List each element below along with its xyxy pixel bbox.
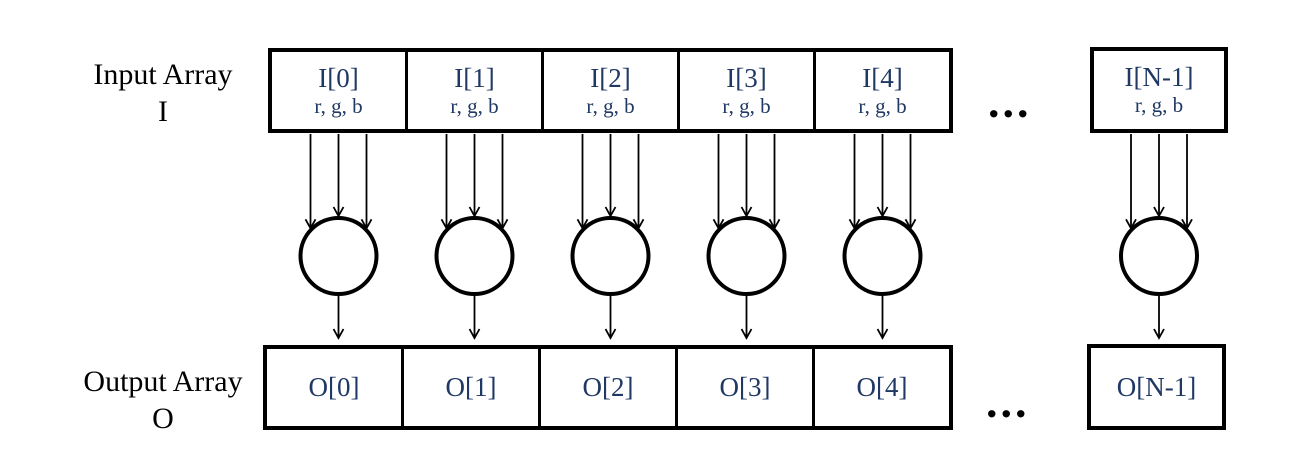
input-cell-label: I[2] xyxy=(590,62,631,93)
output-cell: O[0] xyxy=(267,349,401,426)
input-cell-label: I[N-1] xyxy=(1124,62,1194,92)
output-cell-label: O[N-1] xyxy=(1116,371,1197,402)
input-cell-label: I[3] xyxy=(726,62,767,93)
output-cell-label: O[1] xyxy=(445,372,497,402)
input-cell: I[0] r, g, b xyxy=(272,52,405,129)
combine-node-circle xyxy=(570,216,651,296)
ellipsis-bottom: ... xyxy=(986,376,1030,427)
output-cell-label: O[4] xyxy=(856,372,908,402)
input-cell-channels: r, g, b xyxy=(314,93,363,118)
input-cell-channels: r, g, b xyxy=(858,93,907,118)
input-cell-label: I[0] xyxy=(318,62,359,93)
input-cell-last: I[N-1] r, g, b xyxy=(1090,47,1228,133)
output-cell: O[1] xyxy=(401,349,538,426)
input-array-label-line2: I xyxy=(158,95,168,128)
output-cell: O[3] xyxy=(675,349,812,426)
input-cell-label: I[1] xyxy=(454,62,495,93)
output-array-row: O[0] O[1] O[2] O[3] O[4] xyxy=(263,345,953,430)
input-array-row: I[0] r, g, b I[1] r, g, b I[2] r, g, b I… xyxy=(268,48,953,133)
combine-node-circle xyxy=(298,216,379,296)
combine-node-circle xyxy=(1119,216,1199,296)
combine-node-circle xyxy=(706,216,787,296)
input-array-label: Input Array I xyxy=(43,56,283,130)
combine-node-circle xyxy=(434,216,515,296)
output-cell-label: O[3] xyxy=(719,372,771,402)
ellipsis-top: ... xyxy=(988,76,1032,127)
input-cell-channels: r, g, b xyxy=(1134,93,1184,117)
output-cell-label: O[2] xyxy=(582,372,634,402)
input-cell: I[3] r, g, b xyxy=(677,52,813,129)
input-cell: I[1] r, g, b xyxy=(405,52,541,129)
output-array-label-line1: Output Array xyxy=(83,365,243,398)
input-cell: I[2] r, g, b xyxy=(541,52,677,129)
input-cell-channels: r, g, b xyxy=(722,93,771,118)
input-cell-label: I[4] xyxy=(862,62,903,93)
output-cell: O[2] xyxy=(538,349,675,426)
input-cell-channels: r, g, b xyxy=(586,93,635,118)
input-cell-channels: r, g, b xyxy=(450,93,499,118)
output-cell-label: O[0] xyxy=(308,372,360,402)
output-array-label-line2: O xyxy=(152,402,174,435)
input-array-label-line1: Input Array xyxy=(93,58,233,91)
combine-node-circle xyxy=(842,216,923,296)
output-cell-last: O[N-1] xyxy=(1087,344,1226,430)
output-cell: O[4] xyxy=(812,349,949,426)
input-cell: I[4] r, g, b xyxy=(813,52,949,129)
output-array-label: Output Array O xyxy=(43,363,283,437)
